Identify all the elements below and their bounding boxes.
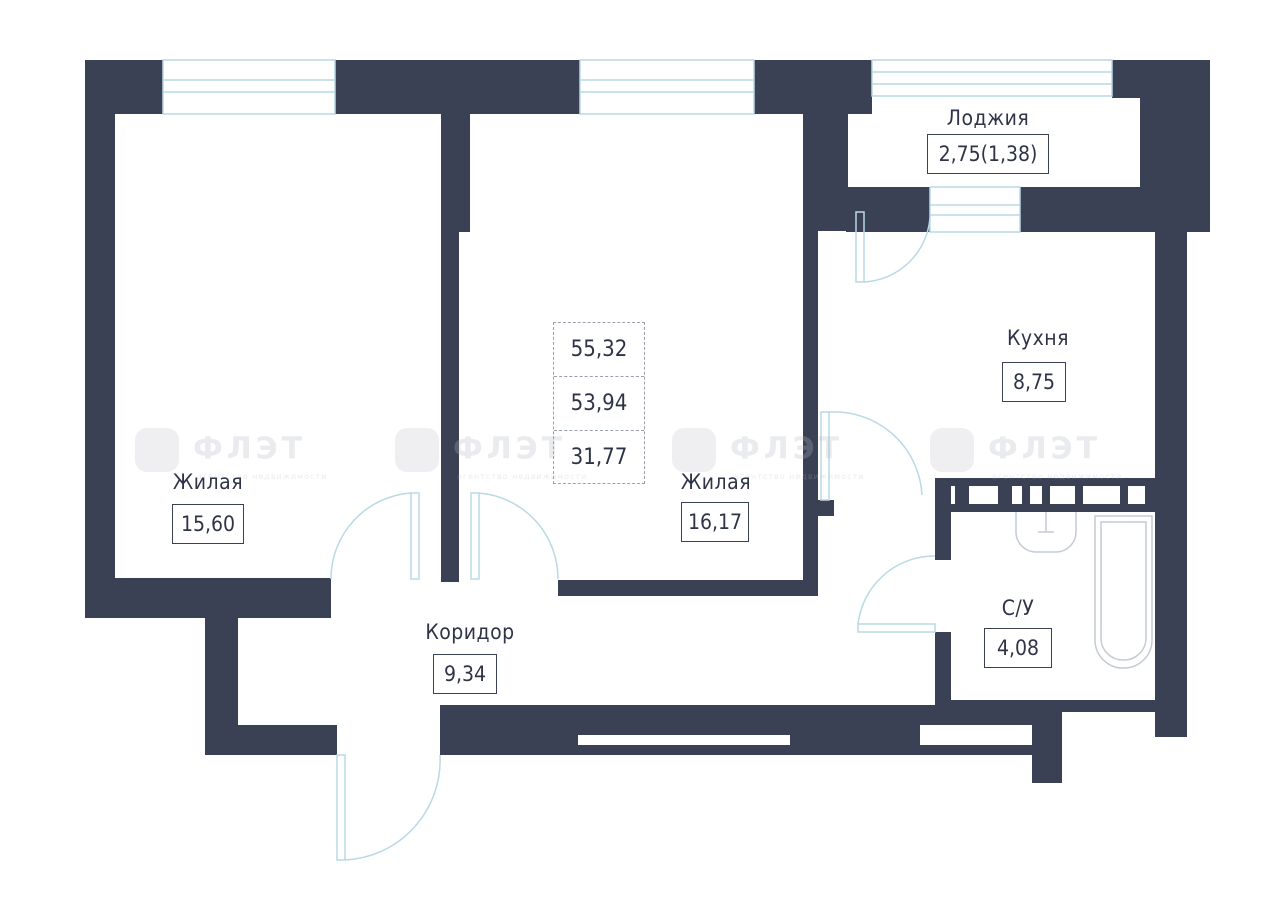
window-kitchen: [929, 186, 1021, 233]
window-living1: [162, 59, 336, 115]
window-living2: [579, 59, 755, 115]
area-without-loggia: 53,94: [554, 377, 644, 431]
wall-bath-top: [935, 478, 1155, 486]
bottom-niche-2: [920, 725, 1032, 745]
wall-bath-left: [935, 478, 951, 560]
wall-living-divider-top: [441, 114, 470, 232]
loggia-divider-wall: [846, 187, 930, 232]
bottom-niche: [578, 735, 790, 745]
corridor-bottom-wall: [205, 725, 337, 755]
watermark-icon: [672, 428, 716, 472]
wall-bath-top2: [935, 504, 1155, 512]
top-wall-mid: [335, 60, 580, 114]
doors: [330, 211, 936, 861]
windows: [162, 59, 1113, 233]
loggia-bottom-wall: [1020, 187, 1210, 232]
watermark-icon: [135, 428, 179, 472]
sink: [1015, 512, 1077, 553]
room-name-corridor: Коридор: [425, 620, 515, 644]
room-area-kitchen: 8,75: [1002, 362, 1066, 402]
room-area-living2: 16,17: [681, 502, 749, 542]
wall-kitchen-stub: [818, 500, 834, 516]
wall-living2-bottom: [558, 580, 818, 596]
bottom-right-wall: [1032, 725, 1062, 783]
wall-living2-right: [803, 230, 818, 596]
room-area-loggia: 2,75(1,38): [927, 134, 1049, 174]
wall-bath-left-low: [935, 632, 951, 712]
room-name-kitchen: Кухня: [1007, 326, 1069, 350]
watermark-icon: [395, 428, 439, 472]
room-area-corridor: 9,34: [433, 654, 497, 694]
room-name-living2: Жилая: [680, 470, 752, 494]
ventilation-shaft: [955, 486, 1155, 504]
right-wall: [1155, 232, 1187, 737]
living-area: 31,77: [570, 445, 628, 470]
walls: [85, 60, 1210, 783]
loggia-left-wall: [803, 96, 848, 231]
room-area-living1: 15,60: [172, 504, 244, 544]
total-area: 55,32: [554, 323, 644, 377]
area-totals: 55,32 53,94 31,77: [553, 322, 645, 484]
left-wall: [85, 60, 115, 618]
bathtub: [1094, 515, 1153, 669]
fixtures: [1015, 512, 1153, 669]
wall-bath-bottom: [935, 700, 1187, 712]
room-name-living1: Жилая: [172, 470, 244, 494]
watermark-icon: [930, 428, 974, 472]
window-loggia: [871, 59, 1113, 97]
room-area-bathroom: 4,08: [984, 628, 1052, 668]
room-name-bathroom: С/У: [1001, 596, 1035, 620]
room-name-loggia: Лоджия: [946, 106, 1030, 130]
